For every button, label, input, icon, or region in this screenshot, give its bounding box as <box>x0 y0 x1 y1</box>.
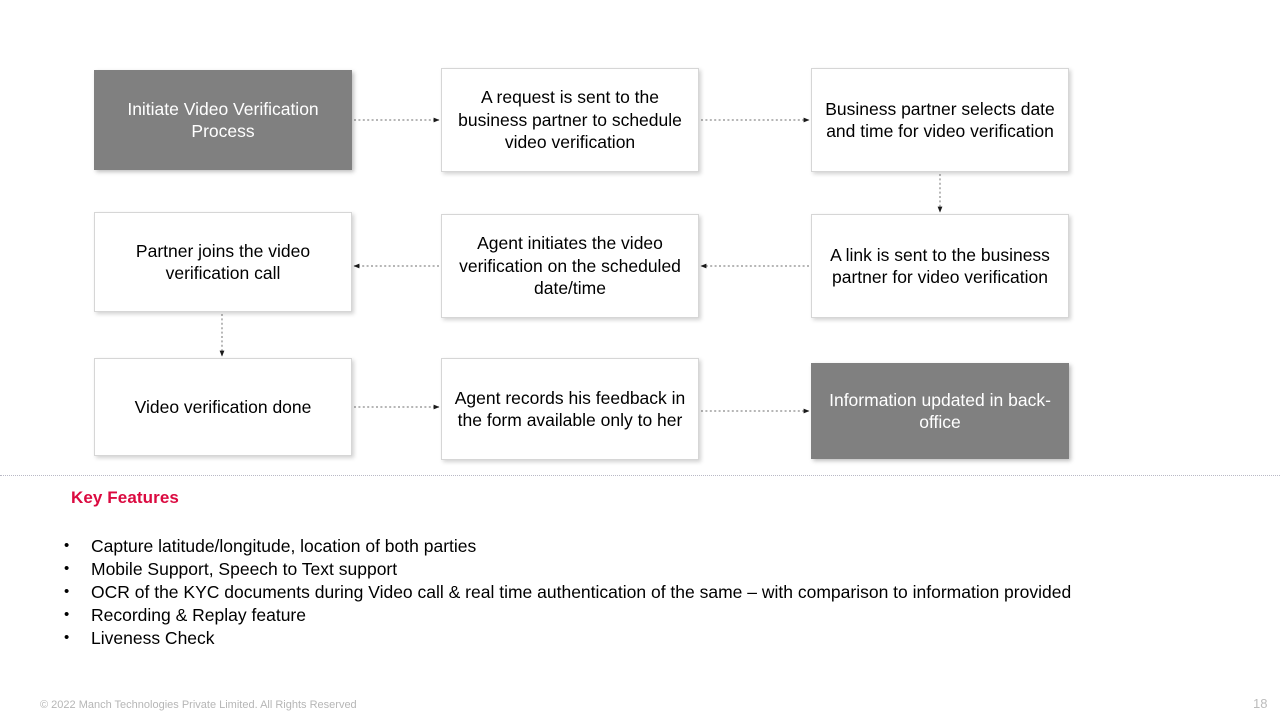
key-feature-item: • Liveness Check <box>62 627 1071 650</box>
footer-copyright: © 2022 Manch Technologies Private Limite… <box>40 699 357 711</box>
flow-node-label: Initiate Video Verification Process <box>127 98 319 141</box>
flow-node-label: Partner joins the video verification cal… <box>135 240 311 283</box>
key-feature-text: Recording & Replay feature <box>91 605 306 625</box>
slide-page-number: 18 <box>1253 696 1268 711</box>
flow-node-label: A request is sent to the business partne… <box>458 87 682 153</box>
key-feature-item: • Mobile Support, Speech to Text support <box>62 558 1071 581</box>
key-feature-item: • OCR of the KYC documents during Video c… <box>62 581 1071 604</box>
key-feature-item: • Capture latitude/longitude, location of… <box>62 535 1071 558</box>
flow-node-label: Agent initiates the video verification o… <box>459 233 681 299</box>
bullet-icon: • <box>64 629 70 646</box>
flow-node-n3: Business partner selects date and time f… <box>811 68 1069 172</box>
flow-node-label: Information updated in back-office <box>829 389 1051 432</box>
flow-node-n1: Initiate Video Verification Process <box>94 70 352 170</box>
flow-node-n8: Agent records his feedback in the form a… <box>441 358 699 460</box>
key-features-list: • Capture latitude/longitude, location of… <box>62 535 1071 650</box>
section-divider <box>0 475 1280 476</box>
bullet-icon: • <box>64 583 70 600</box>
bullet-icon: • <box>64 606 70 623</box>
key-feature-text: OCR of the KYC documents during Video ca… <box>91 582 1072 602</box>
flow-node-n4: Partner joins the video verification cal… <box>94 212 352 312</box>
key-feature-text: Mobile Support, Speech to Text support <box>91 559 398 579</box>
bullet-icon: • <box>64 537 70 554</box>
key-feature-text: Liveness Check <box>91 628 215 648</box>
bullet-icon: • <box>64 560 70 577</box>
flow-node-label: Video verification done <box>134 396 312 417</box>
key-feature-text: Capture latitude/longitude, location of … <box>91 536 477 556</box>
flowchart-region: Initiate Video Verification Process A req… <box>94 68 1069 460</box>
flow-node-n5: Agent initiates the video verification o… <box>441 214 699 318</box>
flow-node-label: Agent records his feedback in the form a… <box>454 387 686 430</box>
flow-node-n2: A request is sent to the business partne… <box>441 68 699 172</box>
key-feature-item: • Recording & Replay feature <box>62 604 1071 627</box>
flow-node-label: A link is sent to the business partner f… <box>830 244 1050 287</box>
flow-node-n6: A link is sent to the business partner f… <box>811 214 1069 318</box>
flow-node-n9: Information updated in back-office <box>811 363 1069 459</box>
flow-node-n7: Video verification done <box>94 358 352 456</box>
key-features-heading: Key Features <box>71 488 179 507</box>
flow-node-label: Business partner selects date and time f… <box>825 98 1055 141</box>
